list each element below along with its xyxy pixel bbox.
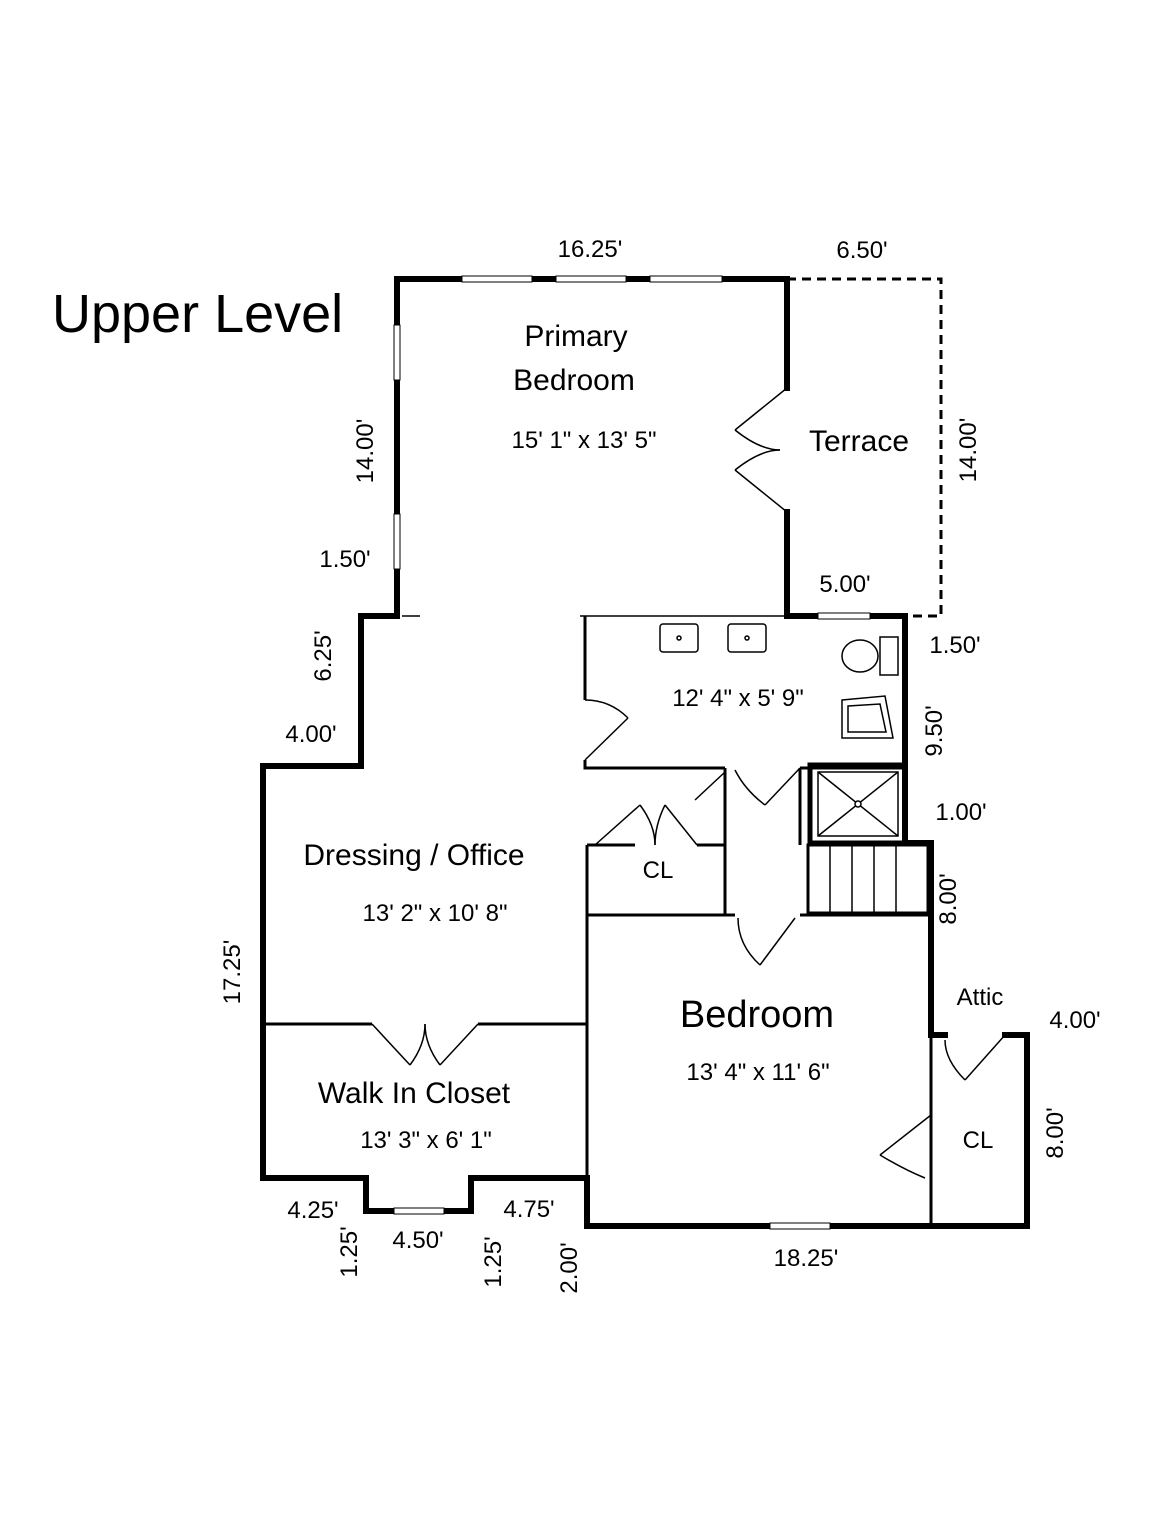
wic-door-left-leaf (371, 1023, 411, 1066)
wic-door-right-swing (424, 1023, 441, 1066)
dim-terrace-right: 14.00' (955, 418, 982, 483)
dim-attic-right: 8.00' (1042, 1107, 1069, 1158)
sink-2-drain (744, 635, 750, 641)
shower-basin (817, 771, 899, 837)
window-left-2 (393, 513, 401, 570)
primary-bedroom-name-1: Primary (524, 320, 627, 353)
terrace-name: Terrace (809, 425, 909, 458)
bedroom-door-leaf (759, 917, 796, 966)
dressing-office-size: 13' 2" x 10' 8" (363, 900, 508, 927)
shower-walls (807, 762, 908, 846)
attic-cl-door-swing (879, 1154, 926, 1179)
stairs (806, 843, 930, 915)
terrace-door-right-leaf (734, 469, 788, 513)
dim-terrace-top: 6.50' (836, 237, 887, 264)
bedroom-name: Bedroom (680, 994, 834, 1036)
dim-dressing-step: 4.00' (285, 721, 336, 748)
terrace-outline (787, 277, 943, 618)
dim-primary-left: 14.00' (352, 419, 379, 484)
bath-door-swing (584, 699, 629, 719)
attic-door-swing (944, 1039, 966, 1081)
dim-bath-right: 9.50' (921, 705, 948, 756)
dressing-office-name: Dressing / Office (303, 839, 524, 872)
plan-title: Upper Level (52, 284, 343, 344)
window-bath (817, 612, 871, 620)
shower-drain (854, 800, 862, 808)
bathroom-size: 12' 4" x 5' 9" (672, 685, 804, 712)
dim-primary-top: 16.25' (558, 236, 623, 263)
closet-door-left-swing (639, 804, 656, 846)
primary-bedroom-name-2: Bedroom (513, 364, 635, 397)
attic-door-leaf (964, 1034, 1006, 1081)
dim-primary-left-lower: 1.50' (319, 546, 370, 573)
tub-basin-icon (847, 703, 887, 733)
terrace-door-left-leaf (734, 387, 788, 431)
interior-walls (263, 615, 933, 1226)
closet-door-right-swing (654, 804, 666, 846)
dim-bay-left: 1.25' (336, 1226, 363, 1277)
room-labels: Primary Bedroom 15' 1" x 13' 5" Terrace … (303, 320, 1003, 1154)
walk-in-closet-name: Walk In Closet (318, 1077, 511, 1110)
dim-bath-right-lower: 1.00' (935, 799, 986, 826)
dim-attic-top: 4.00' (1049, 1007, 1100, 1034)
bath-bottom-wall-left (583, 760, 725, 770)
hall-door-right-leaf (764, 767, 801, 806)
window-bay (393, 1207, 445, 1215)
window-left-1 (393, 324, 401, 381)
stair-attic-wall (902, 840, 948, 1038)
dim-terrace-bottom: 5.00' (819, 571, 870, 598)
bedroom-door-swing (737, 917, 761, 966)
window-top-2 (555, 275, 627, 283)
closet-door-right-leaf (664, 804, 698, 846)
dim-bay-bottom: 4.50' (392, 1227, 443, 1254)
walk-in-closet-size: 13' 3" x 6' 1" (360, 1127, 492, 1154)
window-top-3 (649, 275, 723, 283)
dim-stair-right: 8.00' (935, 873, 962, 924)
windows (393, 275, 871, 1230)
toilet-tank-icon (879, 636, 899, 676)
toilet-bowl-icon (841, 639, 879, 673)
closet-attic-name: CL (963, 1127, 994, 1154)
dim-bedroom-bottom: 18.25' (774, 1245, 839, 1272)
dim-dressing-upper-left: 6.25' (310, 630, 337, 681)
bedroom-attic-outer-wall (584, 1032, 1030, 1229)
window-bedroom (769, 1222, 831, 1230)
hall-door-left-leaf (694, 771, 726, 801)
terrace-door-right-swing (734, 449, 781, 471)
window-top-1 (461, 275, 533, 283)
wic-door-left-swing (409, 1023, 426, 1066)
wic-door-right-leaf (439, 1023, 479, 1066)
terrace-door-left-swing (734, 429, 781, 451)
bath-fixtures (659, 623, 899, 739)
dim-bay-right: 1.25' (480, 1236, 507, 1287)
dim-wic-bottom-right: 4.75' (503, 1196, 554, 1223)
dim-bedroom-step: 2.00' (556, 1242, 583, 1293)
dimension-labels: 16.25' 6.50' 14.00' 14.00' 1.50' 5.00' 6… (219, 236, 1101, 1294)
dim-dressing-left: 17.25' (219, 940, 246, 1005)
bedroom-size: 13' 4" x 11' 6" (686, 1059, 829, 1086)
sink-1-drain (676, 635, 682, 641)
dim-wic-bottom-left: 4.25' (287, 1197, 338, 1224)
attic-name: Attic (957, 984, 1004, 1011)
attic-cl-door-leaf (879, 1114, 932, 1156)
hall-door-right-swing (734, 769, 766, 806)
dressing-and-closet-walls (260, 613, 590, 1214)
primary-bedroom-size: 15' 1" x 13' 5" (512, 427, 657, 454)
closet-door-left-leaf (594, 804, 641, 846)
closet-upper-name: CL (643, 857, 674, 884)
dim-bath-right-top: 1.50' (929, 632, 980, 659)
doors (371, 387, 1006, 1179)
bath-door-leaf (584, 717, 629, 761)
